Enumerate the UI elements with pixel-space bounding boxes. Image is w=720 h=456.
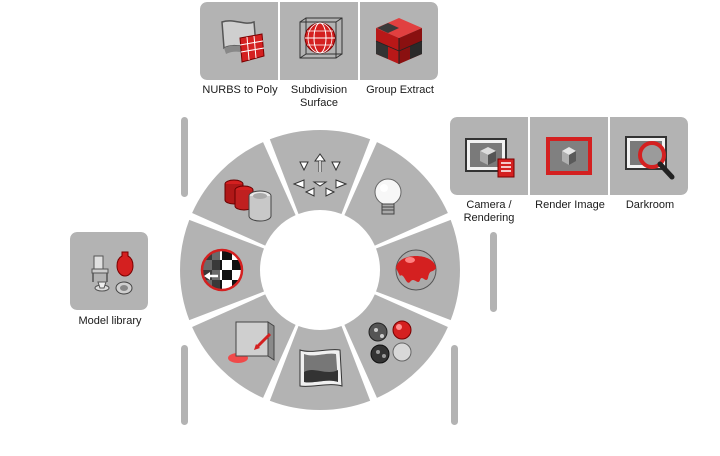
- render-image-icon: [546, 137, 592, 175]
- shadow-cube-icon: [228, 321, 275, 363]
- subdivision-sphere-icon: [299, 17, 343, 59]
- right-tool-panel: [450, 117, 688, 195]
- lower-right-scroll-bar[interactable]: [451, 345, 458, 425]
- camera-rendering-label: Camera / Rendering: [463, 199, 515, 224]
- model-library-label: Model library: [78, 315, 142, 327]
- group-extract-cube-icon: [375, 18, 423, 64]
- lower-left-scroll-bar[interactable]: [181, 345, 188, 425]
- light-bulb-icon: [374, 178, 402, 215]
- camera-rendering-button[interactable]: [450, 117, 528, 195]
- right-scroll-bar[interactable]: [490, 232, 497, 312]
- model-library-button[interactable]: [70, 232, 148, 310]
- render-image-label: Render Image: [535, 199, 605, 211]
- group-extract-label: Group Extract: [366, 84, 434, 96]
- nurbs-to-poly-button[interactable]: [200, 2, 278, 80]
- darkroom-magnifier-icon: [625, 136, 675, 180]
- cylinder-objects-icon: [224, 179, 272, 222]
- texture-spheres-icon: [368, 320, 412, 364]
- model-library-icon: [91, 251, 134, 295]
- nurbs-to-poly-icon: [221, 20, 265, 63]
- darkroom-button[interactable]: [610, 117, 688, 195]
- uv-mapping-sphere-icon: [200, 248, 244, 292]
- darkroom-label: Darkroom: [625, 199, 675, 211]
- render-image-button[interactable]: [530, 117, 608, 195]
- left-tool-panel: [70, 232, 148, 310]
- group-extract-button[interactable]: [360, 2, 438, 80]
- nurbs-to-poly-label: NURBS to Poly: [202, 84, 278, 96]
- camera-rendering-icon: [465, 138, 515, 178]
- material-paint-sphere-icon: [395, 249, 437, 291]
- background-image-icon: [299, 349, 343, 387]
- upper-left-scroll-bar[interactable]: [181, 117, 188, 197]
- transform-arrows-icon: [292, 153, 348, 197]
- subdivision-surface-label: Subdivision Surface: [290, 84, 348, 109]
- subdivision-surface-button[interactable]: [280, 2, 358, 80]
- top-tool-panel: [200, 2, 438, 80]
